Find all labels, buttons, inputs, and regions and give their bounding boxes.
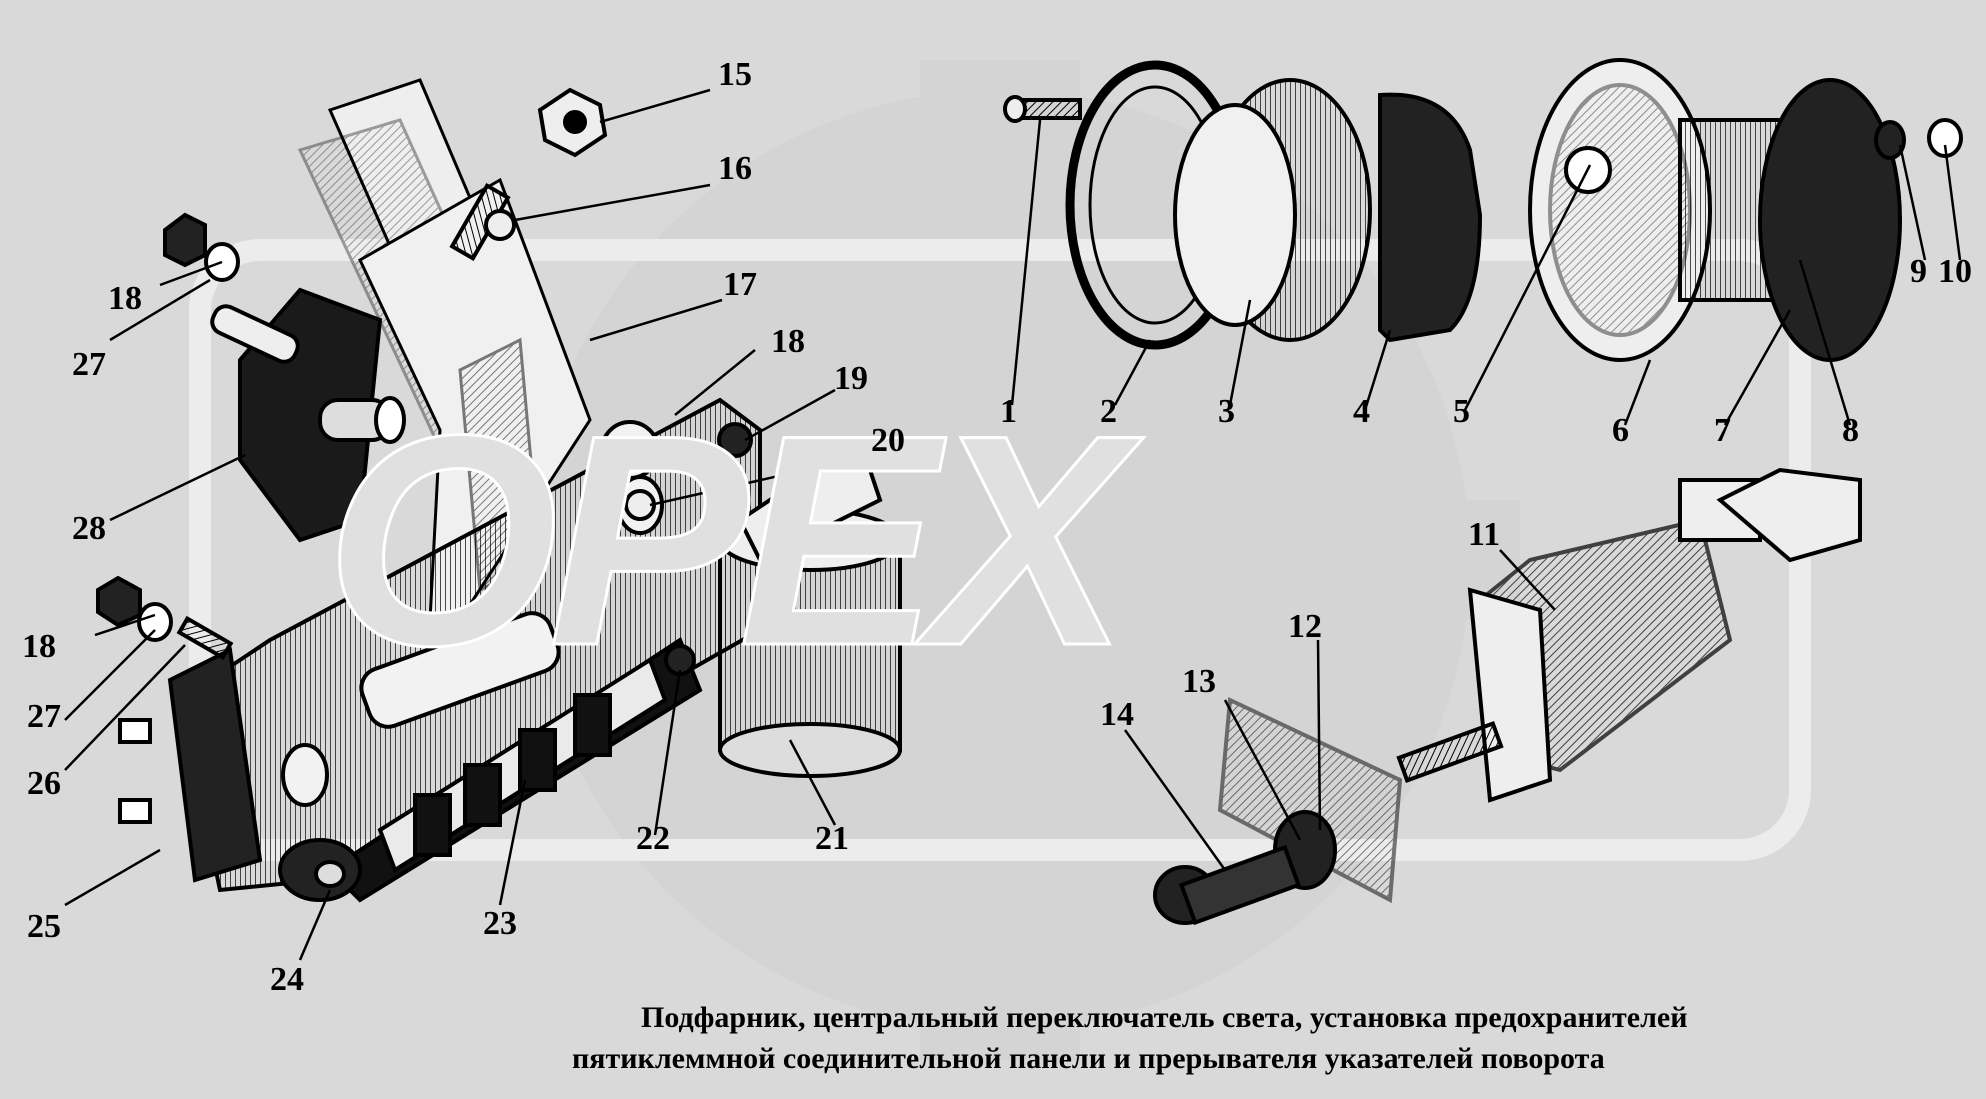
- callout-3: 3: [1218, 393, 1235, 430]
- callout-8: 8: [1842, 412, 1859, 449]
- callout-5: 5: [1453, 393, 1470, 430]
- caption-line-2: пятиклеммной соединительной панели и пре…: [572, 1042, 1605, 1075]
- callout-23: 23: [483, 905, 517, 942]
- callout-6: 6: [1612, 412, 1629, 449]
- callout-15: 15: [718, 56, 752, 93]
- nut-24: [278, 838, 362, 902]
- callout-16: 16: [718, 150, 752, 187]
- callout-12: 12: [1288, 608, 1322, 645]
- parking-lamp-assembly: [1003, 58, 1963, 362]
- callout-18-upper: 18: [108, 280, 142, 317]
- callout-28: 28: [72, 510, 106, 547]
- callout-1: 1: [1000, 393, 1017, 430]
- callout-14: 14: [1100, 696, 1134, 733]
- callout-7: 7: [1714, 412, 1731, 449]
- callout-18-lower: 18: [22, 628, 56, 665]
- callout-20: 20: [871, 422, 905, 459]
- terminal-block-25: [118, 646, 263, 883]
- leader-lines: [64, 88, 1962, 961]
- callout-25: 25: [27, 908, 61, 945]
- callout-9: 9: [1910, 253, 1927, 290]
- callout-11: 11: [1468, 516, 1501, 553]
- callout-24: 24: [270, 961, 304, 998]
- callout-18-top: 18: [771, 323, 805, 360]
- callout-27-upper: 27: [72, 346, 106, 383]
- brake-light-switch-assembly: [1153, 467, 1862, 926]
- caption-line-1: Подфарник, центральный переключатель све…: [641, 1001, 1688, 1034]
- switch-28: [210, 287, 406, 543]
- flasher-relay-21: [718, 436, 902, 778]
- callout-21: 21: [815, 820, 849, 857]
- callout-27-lower: 27: [27, 698, 61, 735]
- callout-2: 2: [1100, 393, 1117, 430]
- small-hardware: [96, 87, 753, 676]
- callout-26: 26: [27, 765, 61, 802]
- fuse-strip-23: [326, 636, 703, 903]
- callout-19: 19: [834, 360, 868, 397]
- callout-17: 17: [723, 266, 757, 303]
- watermark-text: OPEX: [324, 372, 1131, 708]
- callout-10: 10: [1938, 253, 1972, 290]
- callout-13: 13: [1182, 663, 1216, 700]
- callout-4: 4: [1353, 393, 1370, 430]
- callout-22: 22: [636, 820, 670, 857]
- bracket-17: [297, 78, 592, 622]
